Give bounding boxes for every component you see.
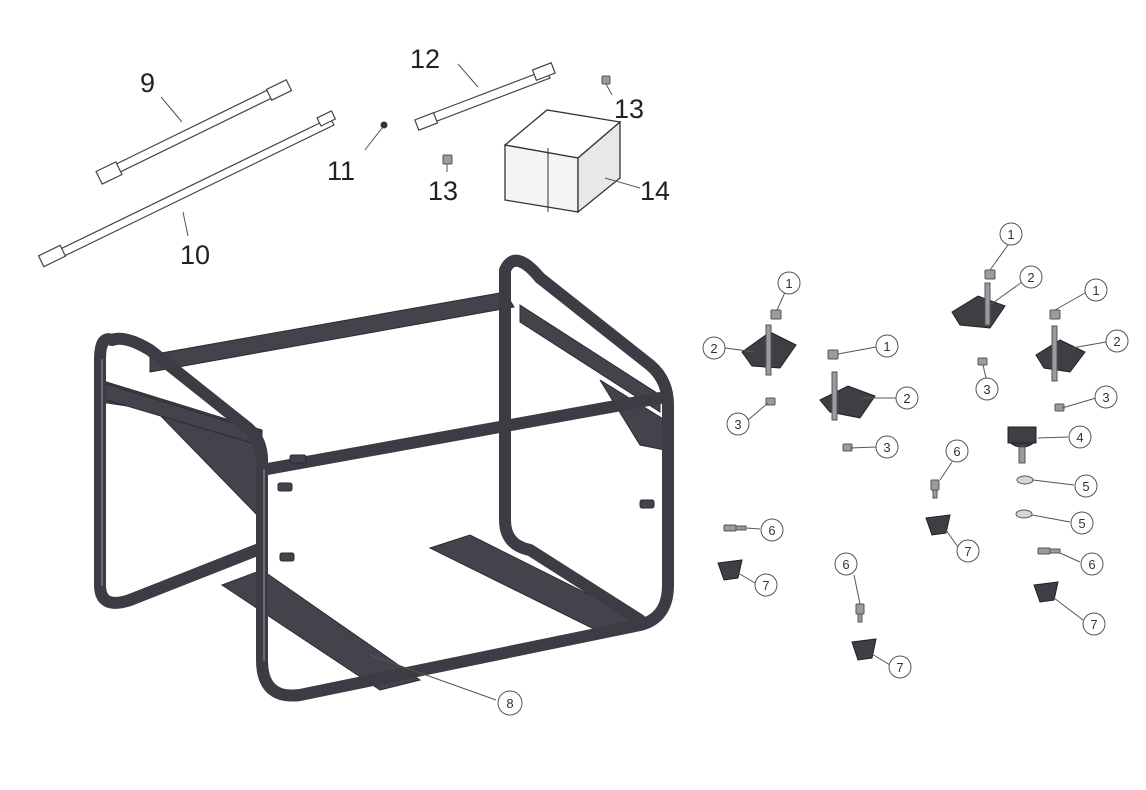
circled-callout-5a: 5 xyxy=(1074,474,1098,498)
callout-11: 11 xyxy=(327,156,355,186)
svg-text:1: 1 xyxy=(1007,227,1014,242)
battery-strap-12 xyxy=(414,62,556,131)
mount-bracket-2b xyxy=(819,371,876,421)
rubber-foot-7b xyxy=(925,514,951,536)
clip-11 xyxy=(380,121,388,129)
rubber-foot-7a xyxy=(717,559,743,581)
circled-callout-6b: 6 xyxy=(945,439,969,463)
svg-text:3: 3 xyxy=(883,440,890,455)
svg-text:8: 8 xyxy=(506,696,513,711)
svg-text:2: 2 xyxy=(1027,270,1034,285)
callout-13a: 13 xyxy=(614,94,644,124)
svg-text:7: 7 xyxy=(964,544,971,559)
callout-14: 14 xyxy=(640,176,670,206)
nut-1d xyxy=(1049,309,1061,320)
circled-callout-3d: 3 xyxy=(1094,385,1118,409)
bolt-6b xyxy=(930,479,940,499)
circled-callout-3c: 3 xyxy=(975,377,999,401)
bolt-6a xyxy=(723,524,747,532)
generator-frame xyxy=(94,254,674,702)
circled-callout-1d: 1 xyxy=(1084,278,1108,302)
battery-strap-9 xyxy=(95,78,293,185)
nut-1a xyxy=(770,309,782,320)
washer-5a xyxy=(1016,475,1034,485)
washer-3a xyxy=(765,397,776,406)
callout-10: 10 xyxy=(180,240,210,270)
svg-text:3: 3 xyxy=(734,417,741,432)
circled-callout-7a: 7 xyxy=(754,573,778,597)
svg-text:2: 2 xyxy=(903,391,910,406)
circled-callout-2a: 2 xyxy=(702,336,726,360)
circled-callout-3b: 3 xyxy=(875,435,899,459)
callout-13b: 13 xyxy=(428,176,458,206)
circled-callout-4: 4 xyxy=(1068,425,1092,449)
callout-12: 12 xyxy=(410,44,440,74)
svg-text:2: 2 xyxy=(710,341,717,356)
svg-text:1: 1 xyxy=(883,339,890,354)
circled-callout-3a: 3 xyxy=(726,412,750,436)
svg-text:6: 6 xyxy=(842,557,849,572)
circled-callout-1b: 1 xyxy=(875,334,899,358)
svg-text:4: 4 xyxy=(1076,430,1083,445)
nut-1c xyxy=(984,269,996,280)
circled-callout-2c: 2 xyxy=(1019,265,1043,289)
nut-1b xyxy=(827,349,839,360)
mount-bracket-2d xyxy=(1035,325,1086,382)
svg-text:6: 6 xyxy=(1088,557,1095,572)
svg-text:7: 7 xyxy=(1090,617,1097,632)
circled-callout-1c: 1 xyxy=(999,222,1023,246)
svg-text:6: 6 xyxy=(768,523,775,538)
circled-callout-6a: 6 xyxy=(760,518,784,542)
circled-callout-2b: 2 xyxy=(895,386,919,410)
bolt-6d xyxy=(1037,547,1061,555)
mount-bracket-2a xyxy=(741,324,797,376)
svg-text:7: 7 xyxy=(896,660,903,675)
circled-callout-2d: 2 xyxy=(1105,329,1129,353)
circled-callout-6c: 6 xyxy=(834,552,858,576)
callout-9: 9 xyxy=(140,68,155,98)
circled-callout-7d: 7 xyxy=(1082,612,1106,636)
bolt-6c xyxy=(855,603,865,623)
svg-text:7: 7 xyxy=(762,578,769,593)
svg-text:5: 5 xyxy=(1082,479,1089,494)
circled-callout-7c: 7 xyxy=(888,655,912,679)
washer-5b xyxy=(1015,509,1033,519)
circled-callout-8: 8 xyxy=(497,690,523,716)
svg-text:5: 5 xyxy=(1078,516,1085,531)
svg-text:2: 2 xyxy=(1113,334,1120,349)
svg-text:1: 1 xyxy=(1092,283,1099,298)
circled-callout-6d: 6 xyxy=(1080,552,1104,576)
battery-strap-10 xyxy=(37,110,337,268)
washer-3c xyxy=(977,357,988,366)
circled-callout-1a: 1 xyxy=(777,271,801,295)
svg-text:6: 6 xyxy=(953,444,960,459)
rubber-mount-4 xyxy=(1007,426,1037,464)
svg-text:1: 1 xyxy=(785,276,792,291)
circled-callout-7b: 7 xyxy=(956,539,980,563)
mount-bracket-2c xyxy=(951,282,1006,329)
rubber-foot-7c xyxy=(851,638,877,661)
leader-lines xyxy=(160,63,1107,701)
rubber-foot-7d xyxy=(1033,581,1059,603)
battery-14 xyxy=(503,109,622,214)
svg-text:3: 3 xyxy=(1102,390,1109,405)
svg-text:3: 3 xyxy=(983,382,990,397)
nut-13b xyxy=(442,154,453,165)
circled-callout-5b: 5 xyxy=(1070,511,1094,535)
nut-13a xyxy=(601,75,611,85)
